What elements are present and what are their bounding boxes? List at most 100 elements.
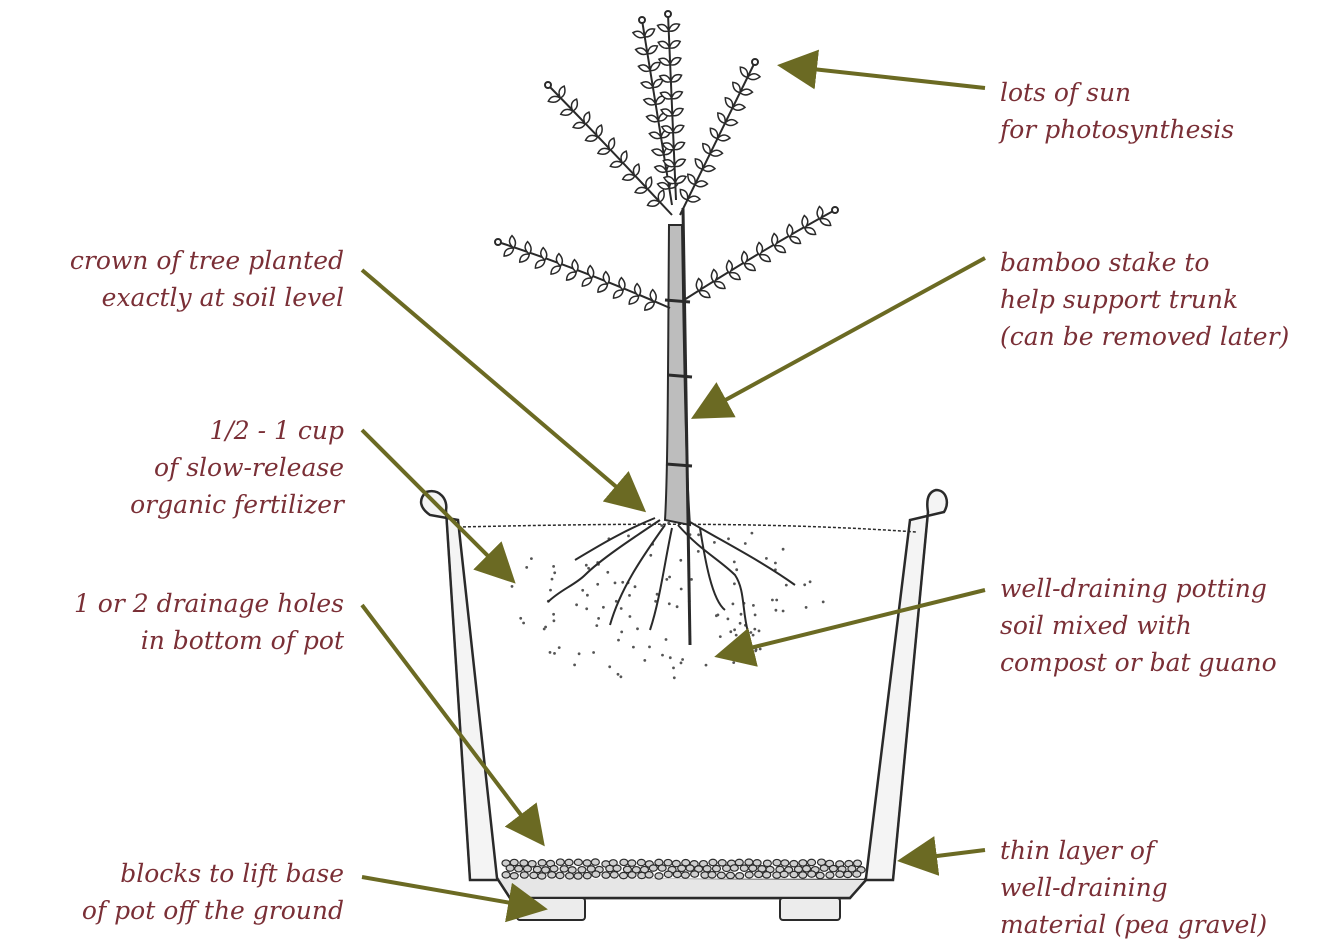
leaf bbox=[772, 234, 778, 247]
soil-speck bbox=[676, 605, 679, 608]
leaf bbox=[623, 174, 635, 180]
soil-speck bbox=[735, 568, 738, 571]
soil-speck bbox=[803, 583, 806, 586]
soil-speck bbox=[719, 635, 722, 638]
gravel-pebble bbox=[703, 866, 711, 872]
right-block bbox=[780, 898, 840, 920]
gravel-pebble bbox=[829, 865, 837, 871]
gravel-pebble bbox=[726, 872, 734, 878]
gravel-pebble bbox=[755, 871, 763, 877]
soil-speck bbox=[585, 564, 588, 567]
soil-speck bbox=[620, 675, 623, 678]
leaf bbox=[567, 272, 577, 280]
soil-speck bbox=[620, 631, 623, 634]
gravel-pebble bbox=[506, 865, 514, 871]
left-block bbox=[517, 898, 585, 920]
leaf bbox=[635, 187, 647, 193]
gravel-pebble bbox=[658, 865, 666, 871]
soil-speck bbox=[525, 566, 528, 569]
gravel-pebble bbox=[591, 859, 599, 865]
soil-speck bbox=[665, 578, 668, 581]
gravel-pebble bbox=[780, 871, 788, 877]
label-fertilizer-line-2: of slow-release bbox=[130, 449, 344, 486]
gravel-pebble bbox=[520, 872, 528, 878]
gravel-pebble bbox=[515, 866, 523, 872]
leaf bbox=[614, 290, 624, 298]
soil-speck bbox=[617, 639, 620, 642]
gravel-pebble bbox=[638, 872, 646, 878]
leaf bbox=[633, 31, 645, 37]
leaf bbox=[714, 282, 725, 289]
gravel-pebble bbox=[620, 872, 628, 878]
soil-speck bbox=[697, 550, 700, 553]
gravel-pebble bbox=[560, 866, 568, 872]
label-crown: crown of tree planted exactly at soil le… bbox=[70, 242, 344, 316]
gravel-pebble bbox=[628, 860, 636, 866]
leaf bbox=[610, 161, 622, 167]
arrow-stake bbox=[698, 258, 985, 415]
leaf bbox=[742, 252, 748, 265]
soil-speck bbox=[765, 557, 768, 560]
soil-speck bbox=[717, 614, 720, 617]
soil-speck bbox=[649, 554, 652, 557]
soil-speck bbox=[551, 578, 554, 581]
leaf bbox=[659, 58, 670, 65]
leaf bbox=[655, 166, 667, 173]
soil-speck bbox=[752, 634, 755, 637]
gravel-pebble bbox=[763, 860, 771, 866]
soil-speck bbox=[578, 652, 581, 655]
gravel-pebble bbox=[709, 859, 717, 865]
gravel-pebble bbox=[853, 871, 861, 877]
label-blocks-line-1: blocks to lift base bbox=[82, 855, 344, 892]
gravel-pebble bbox=[574, 859, 582, 865]
gravel-pebble bbox=[556, 872, 564, 878]
soil-speck bbox=[733, 561, 736, 564]
arrow-soil bbox=[722, 590, 985, 655]
soil-speck bbox=[667, 522, 670, 525]
soil-speck bbox=[735, 634, 738, 637]
gravel-pebble bbox=[530, 872, 538, 878]
gravel-pebble bbox=[645, 872, 653, 878]
leaf bbox=[674, 142, 685, 149]
arrow-drainage bbox=[362, 605, 540, 840]
branch-tip-bud bbox=[639, 17, 645, 23]
soil-speck bbox=[753, 628, 756, 631]
soil-speck bbox=[553, 652, 556, 655]
leaf bbox=[649, 132, 661, 138]
soil-speck bbox=[543, 628, 546, 631]
leaf bbox=[695, 159, 702, 169]
gravel-pebble bbox=[602, 872, 610, 878]
leaf bbox=[633, 164, 639, 176]
leaf bbox=[541, 248, 547, 260]
soil-speck bbox=[690, 578, 693, 581]
gravel-pebble bbox=[673, 871, 681, 877]
roots bbox=[548, 518, 795, 632]
soil-speck bbox=[805, 606, 808, 609]
soil-speck bbox=[519, 617, 522, 620]
leaf bbox=[740, 67, 747, 77]
soil-speck bbox=[661, 654, 664, 657]
leaf bbox=[596, 125, 602, 137]
soil-speck bbox=[614, 582, 617, 585]
soil-speck bbox=[680, 662, 683, 665]
label-sun-line-2: for photosynthesis bbox=[1000, 111, 1234, 148]
gravel-pebble bbox=[655, 873, 663, 879]
label-crown-line-2: exactly at soil level bbox=[70, 279, 344, 316]
leaf bbox=[805, 228, 816, 235]
soil-speck bbox=[750, 631, 753, 634]
gravel-pebble bbox=[620, 859, 628, 865]
gravel-pebble bbox=[745, 859, 753, 865]
soil-speck bbox=[553, 571, 556, 574]
gravel-pebble bbox=[592, 871, 600, 877]
gravel-pebble bbox=[628, 872, 636, 878]
soil-speck bbox=[573, 664, 576, 667]
gravel-pebble bbox=[745, 872, 753, 878]
label-soil-line-1: well-draining potting bbox=[1000, 570, 1277, 607]
label-fertilizer: 1/2 - 1 cup of slow-release organic fert… bbox=[130, 412, 344, 523]
soil-speck bbox=[727, 618, 730, 621]
soil-speck bbox=[606, 571, 609, 574]
leaf bbox=[757, 243, 763, 256]
gravel-pebble bbox=[649, 865, 657, 871]
soil-speck bbox=[522, 622, 525, 625]
label-drainage-line-1: 1 or 2 drainage holes bbox=[74, 585, 344, 622]
